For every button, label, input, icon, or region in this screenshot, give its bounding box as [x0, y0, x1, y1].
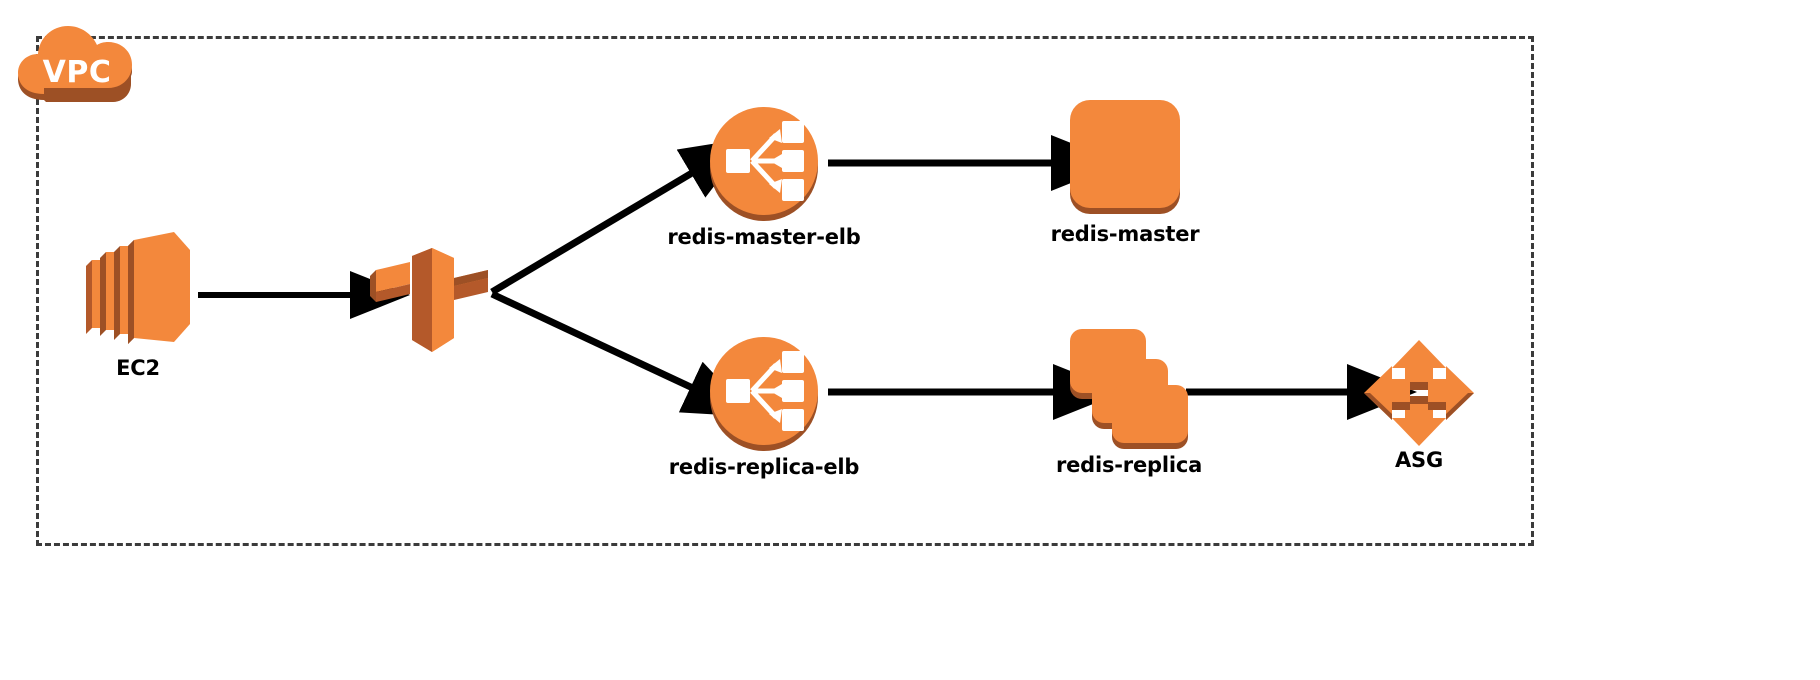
node-label-redis-master-elb: redis-master-elb — [667, 225, 861, 249]
node-redis-replica[interactable]: redis-replica — [1056, 325, 1202, 477]
instance-stack-icon — [1070, 329, 1188, 449]
node-ec2[interactable]: EC2 — [78, 228, 198, 380]
node-redis-master-elb[interactable]: redis-master-elb — [667, 105, 861, 249]
load-balancer-circle-icon — [710, 337, 818, 451]
node-redis-replica-elb[interactable]: redis-replica-elb — [669, 335, 859, 479]
elastic-load-balancer-icon — [370, 248, 488, 352]
node-elastic-load-balancer[interactable] — [368, 240, 496, 360]
ec2-instances-icon — [86, 232, 190, 344]
node-asg[interactable]: ASG — [1362, 338, 1476, 472]
node-redis-master[interactable]: redis-master — [1051, 98, 1200, 246]
vpc-cloud-icon: VPC — [14, 22, 140, 108]
load-balancer-circle-icon — [710, 107, 818, 221]
node-label-redis-replica-elb: redis-replica-elb — [668, 455, 860, 479]
instance-icon — [1070, 100, 1180, 214]
node-label-redis-replica: redis-replica — [1055, 453, 1203, 477]
node-label-asg: ASG — [1394, 448, 1444, 472]
vpc-boundary — [36, 36, 1534, 546]
auto-scaling-group-icon — [1364, 340, 1474, 446]
node-label-ec2: EC2 — [116, 356, 160, 380]
vpc-label: VPC — [42, 54, 112, 90]
node-label-redis-master: redis-master — [1050, 222, 1200, 246]
